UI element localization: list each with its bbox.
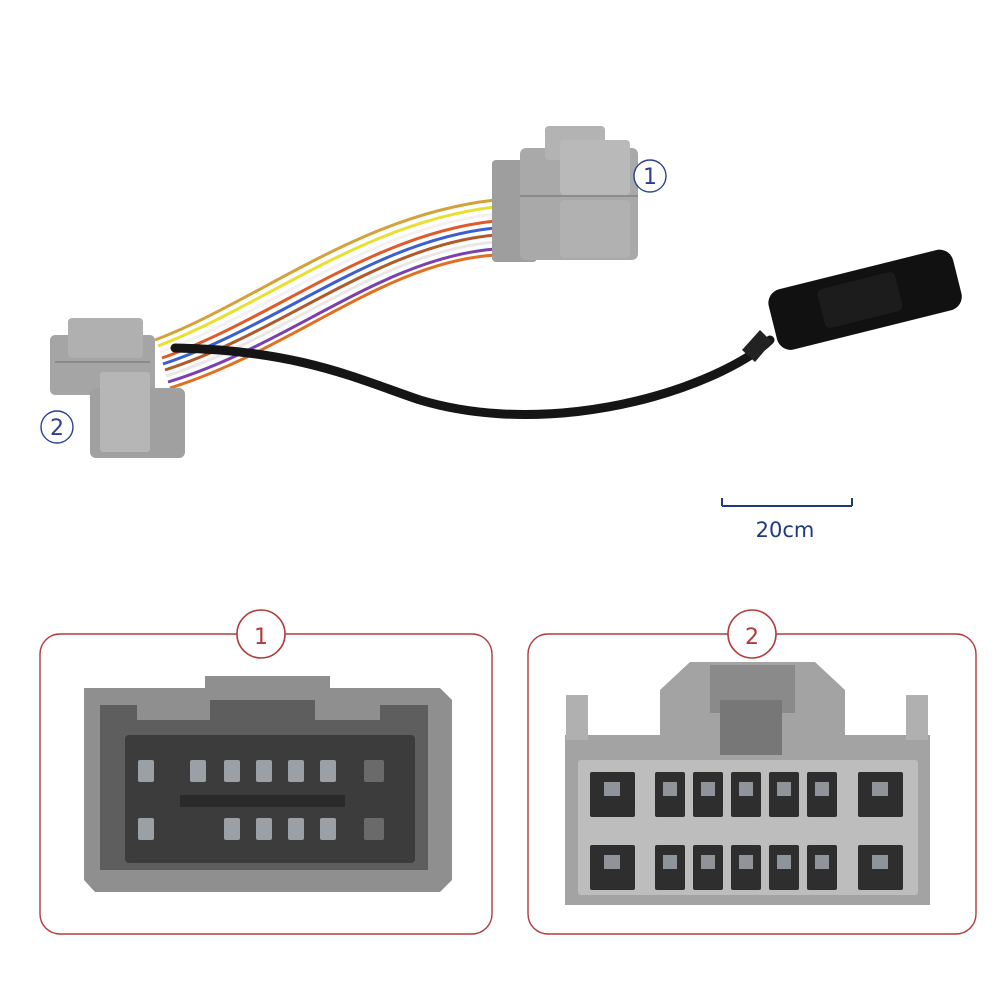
bluetooth-module [742, 249, 962, 362]
connector-1 [492, 126, 638, 262]
black-cable [170, 335, 775, 420]
callout-2: 2 [40, 410, 74, 444]
svg-text:1: 1 [254, 625, 268, 650]
scale-bar [721, 498, 853, 507]
detail-panel-1: 1 [39, 609, 493, 935]
detail-panel-2: 2 [527, 609, 977, 935]
svg-text:1: 1 [643, 165, 657, 190]
svg-text:2: 2 [50, 416, 64, 441]
callout-1: 1 [633, 159, 667, 193]
connector-2 [50, 318, 185, 458]
svg-text:2: 2 [745, 625, 759, 650]
wire-bundle [154, 198, 496, 390]
scale-label: 20cm [755, 518, 815, 542]
